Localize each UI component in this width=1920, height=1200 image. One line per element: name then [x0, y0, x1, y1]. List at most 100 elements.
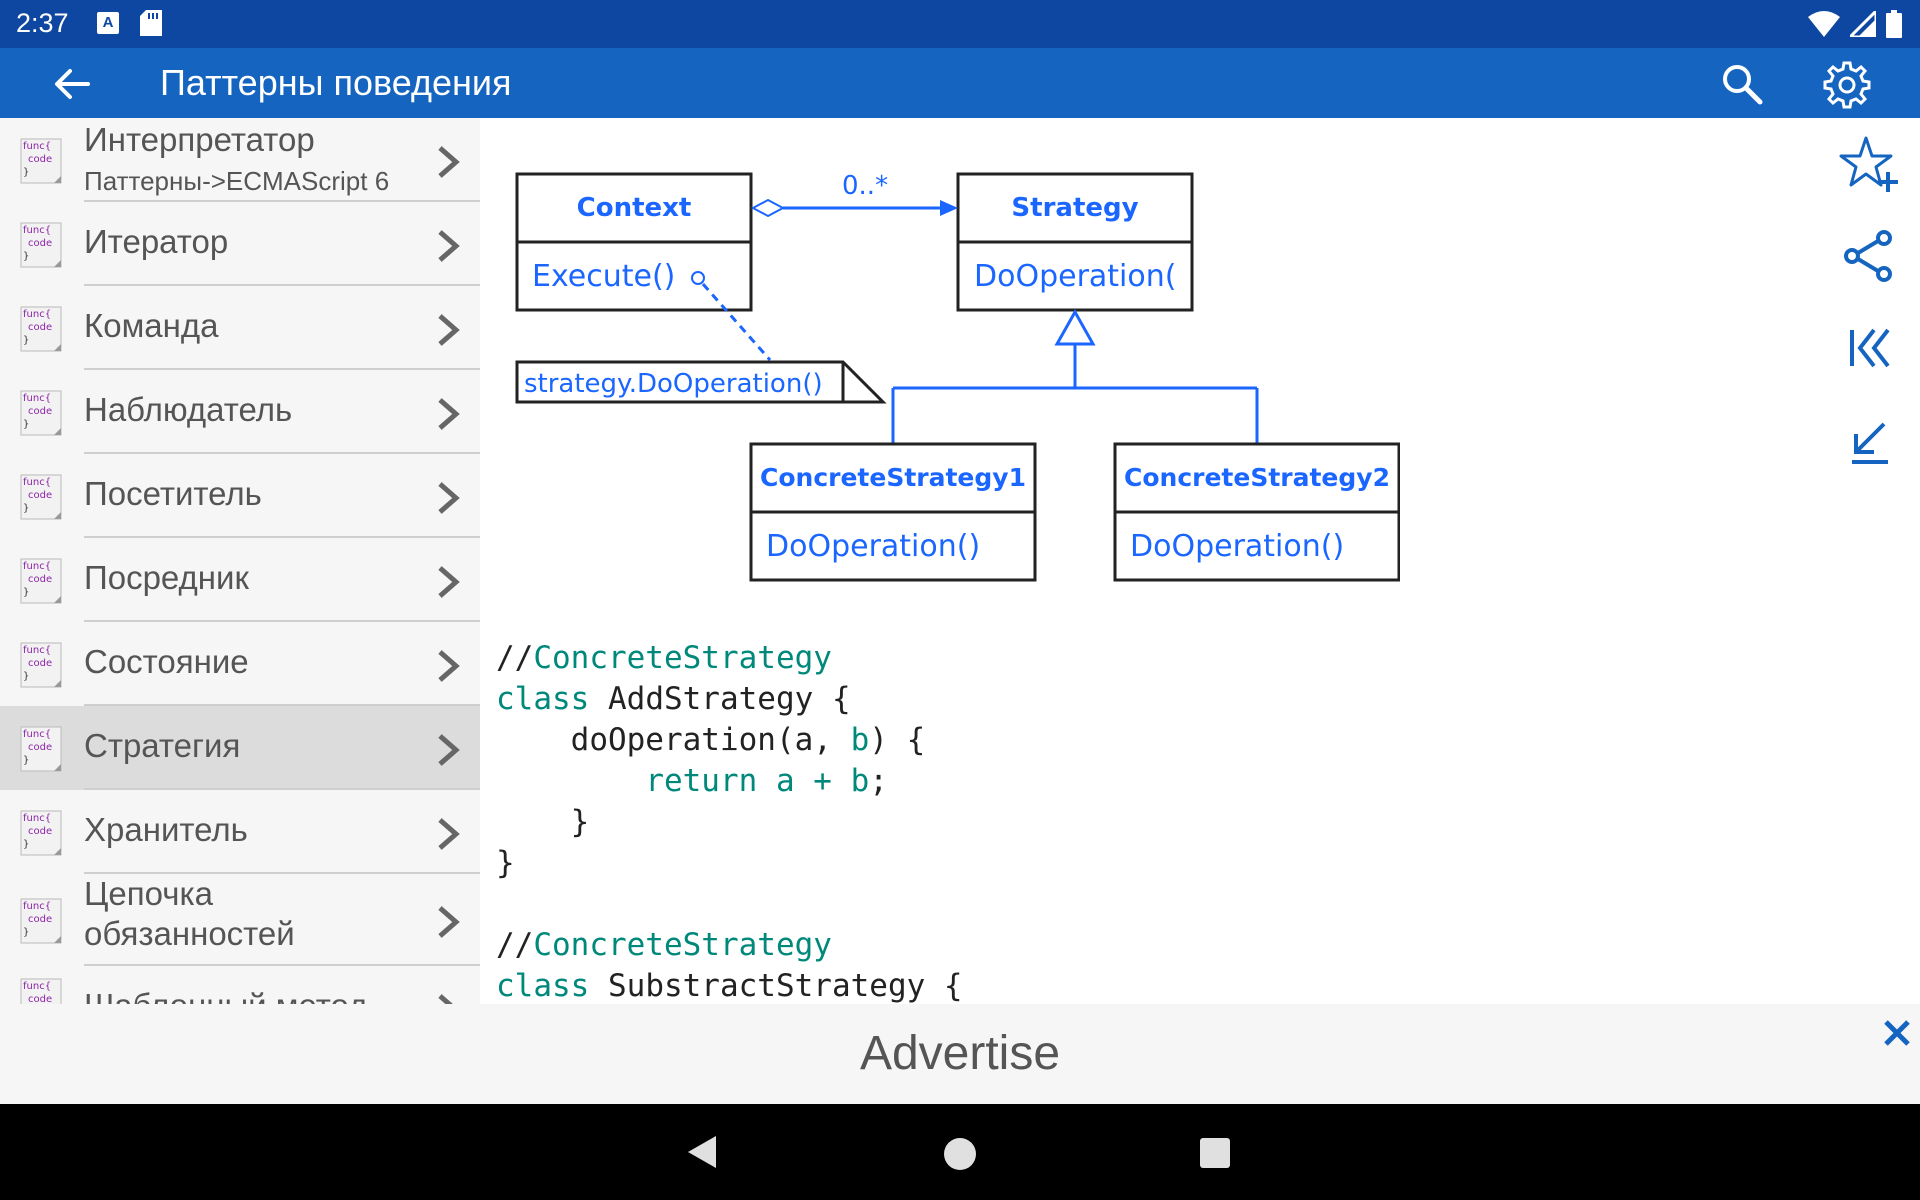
sidebar-item-mediator[interactable]: func{ code } Посредник [0, 538, 480, 622]
svg-text:code: code [28, 238, 52, 249]
gear-icon[interactable] [1822, 60, 1872, 110]
code-comment: ConcreteStrategy [533, 640, 832, 676]
back-arrow-icon[interactable] [50, 62, 94, 106]
note-link [701, 283, 772, 361]
article-content: Context Execute() Strategy DoOperation( … [480, 118, 1820, 1004]
sidebar-item-label-line2: обязанностей [84, 915, 295, 952]
svg-text:func{: func{ [23, 141, 51, 152]
svg-text:code: code [28, 322, 52, 333]
chevron-right-icon [438, 818, 460, 850]
code-text: } [496, 804, 590, 840]
code-file-icon: func{ code } [20, 898, 62, 944]
app-bar: Паттерны поведения [0, 48, 1920, 118]
svg-text:}: } [23, 839, 29, 850]
code-listing: //ConcreteStrategy class AddStrategy { d… [496, 638, 963, 1004]
sidebar-item-label: Посредник [84, 559, 249, 596]
concrete-strategy-2-title: ConcreteStrategy2 [1124, 463, 1390, 492]
sidebar-item-memento[interactable]: func{ code } Хранитель [0, 790, 480, 874]
chevron-right-icon [438, 906, 460, 938]
svg-text:func{: func{ [23, 393, 51, 404]
code-keyword: return a + b [645, 763, 870, 799]
ad-banner[interactable]: Advertise [0, 1004, 1920, 1104]
nav-recent-apps-icon[interactable] [1200, 1138, 1230, 1168]
skip-to-first-icon[interactable] [1838, 316, 1902, 380]
chevron-right-icon [438, 398, 460, 430]
code-text: doOperation(a, [496, 722, 851, 758]
code-file-icon: func{ code } [20, 726, 62, 772]
code-text: ; [869, 763, 888, 799]
code-comment-slashes: // [496, 640, 534, 676]
sidebar-item-label: Итератор [84, 223, 229, 260]
context-class-method: Execute() [532, 259, 675, 294]
svg-text:code: code [28, 490, 52, 501]
code-file-icon: func{ code } [20, 978, 62, 1004]
chevron-right-icon [438, 994, 453, 1004]
sidebar-item-label: Наблюдатель [84, 391, 293, 428]
battery-icon [1886, 10, 1902, 38]
aggregation-arrowhead [940, 200, 958, 216]
code-text: } [496, 845, 515, 881]
divider [84, 452, 480, 454]
status-time: 2:37 [16, 8, 69, 38]
chevron-right-icon [438, 566, 460, 598]
add-favorite-star-icon[interactable] [1838, 132, 1902, 196]
note-text: strategy.DoOperation() [524, 369, 823, 399]
sidebar-item-template-method[interactable]: func{ code } Шаблонный метод [0, 966, 480, 1004]
svg-text:}: } [23, 503, 29, 514]
svg-text:code: code [28, 574, 52, 585]
aggregation-diamond [750, 198, 786, 218]
status-right-icons [1808, 10, 1902, 38]
page-title: Паттерны поведения [160, 62, 512, 103]
code-file-icon: func{ code } [20, 390, 62, 436]
code-file-icon: func{ code } [20, 558, 62, 604]
close-icon[interactable] [1882, 1018, 1912, 1048]
sidebar-item-visitor[interactable]: func{ code } Посетитель [0, 454, 480, 538]
strategy-class-method: DoOperation( [974, 259, 1176, 294]
cell-signal-icon [1850, 11, 1876, 37]
sidebar-item-chain-of-responsibility[interactable]: func{ code } Цепочка обязанностей [0, 874, 480, 966]
sidebar-item-state[interactable]: func{ code } Состояние [0, 622, 480, 706]
svg-text:}: } [23, 671, 29, 682]
sidebar-item-label: Команда [84, 307, 219, 344]
svg-text:}: } [23, 587, 29, 598]
sidebar-item-interpreter[interactable]: func{ code } Интерпретатор Паттерны->ECM… [0, 118, 480, 202]
svg-text:func{: func{ [23, 309, 51, 320]
code-file-icon: func{ code } [20, 474, 62, 520]
concrete-strategy-2-method: DoOperation() [1130, 529, 1344, 564]
chevron-right-icon [438, 146, 460, 178]
svg-text:func{: func{ [23, 901, 51, 912]
nav-back-icon[interactable] [686, 1132, 718, 1172]
svg-text:func{: func{ [23, 477, 51, 488]
divider [84, 964, 480, 966]
code-keyword: class [496, 968, 590, 1004]
multiplicity-label: 0..* [842, 171, 888, 201]
nav-home-icon[interactable] [944, 1138, 976, 1170]
sidebar-item-label: Хранитель [84, 811, 248, 848]
svg-text:code: code [28, 826, 52, 837]
divider [84, 200, 480, 202]
svg-text:}: } [23, 419, 29, 430]
divider [84, 704, 480, 706]
svg-text:func{: func{ [23, 645, 51, 656]
search-icon[interactable] [1720, 62, 1764, 106]
sidebar-item-label: Стратегия [84, 727, 241, 764]
code-indent [496, 763, 645, 799]
sd-card-icon [140, 10, 162, 36]
svg-text:code: code [28, 742, 52, 753]
code-file-icon: func{ code } [20, 138, 62, 184]
sidebar-item-observer[interactable]: func{ code } Наблюдатель [0, 370, 480, 454]
ad-text: Advertise [859, 1027, 1061, 1080]
chevron-right-icon [438, 734, 460, 766]
sidebar-item-strategy[interactable]: func{ code } Стратегия [0, 706, 480, 790]
scroll-to-end-icon[interactable] [1838, 408, 1902, 472]
sidebar-item-iterator[interactable]: func{ code } Итератор [0, 202, 480, 286]
chevron-right-icon [438, 482, 460, 514]
svg-text:}: } [23, 335, 29, 346]
right-toolbar [1820, 118, 1920, 618]
share-icon[interactable] [1838, 224, 1902, 288]
sidebar-item-command[interactable]: func{ code } Команда [0, 286, 480, 370]
svg-text:func{: func{ [23, 561, 51, 572]
svg-text:func{: func{ [23, 813, 51, 824]
svg-text:}: } [23, 755, 29, 766]
divider [84, 368, 480, 370]
